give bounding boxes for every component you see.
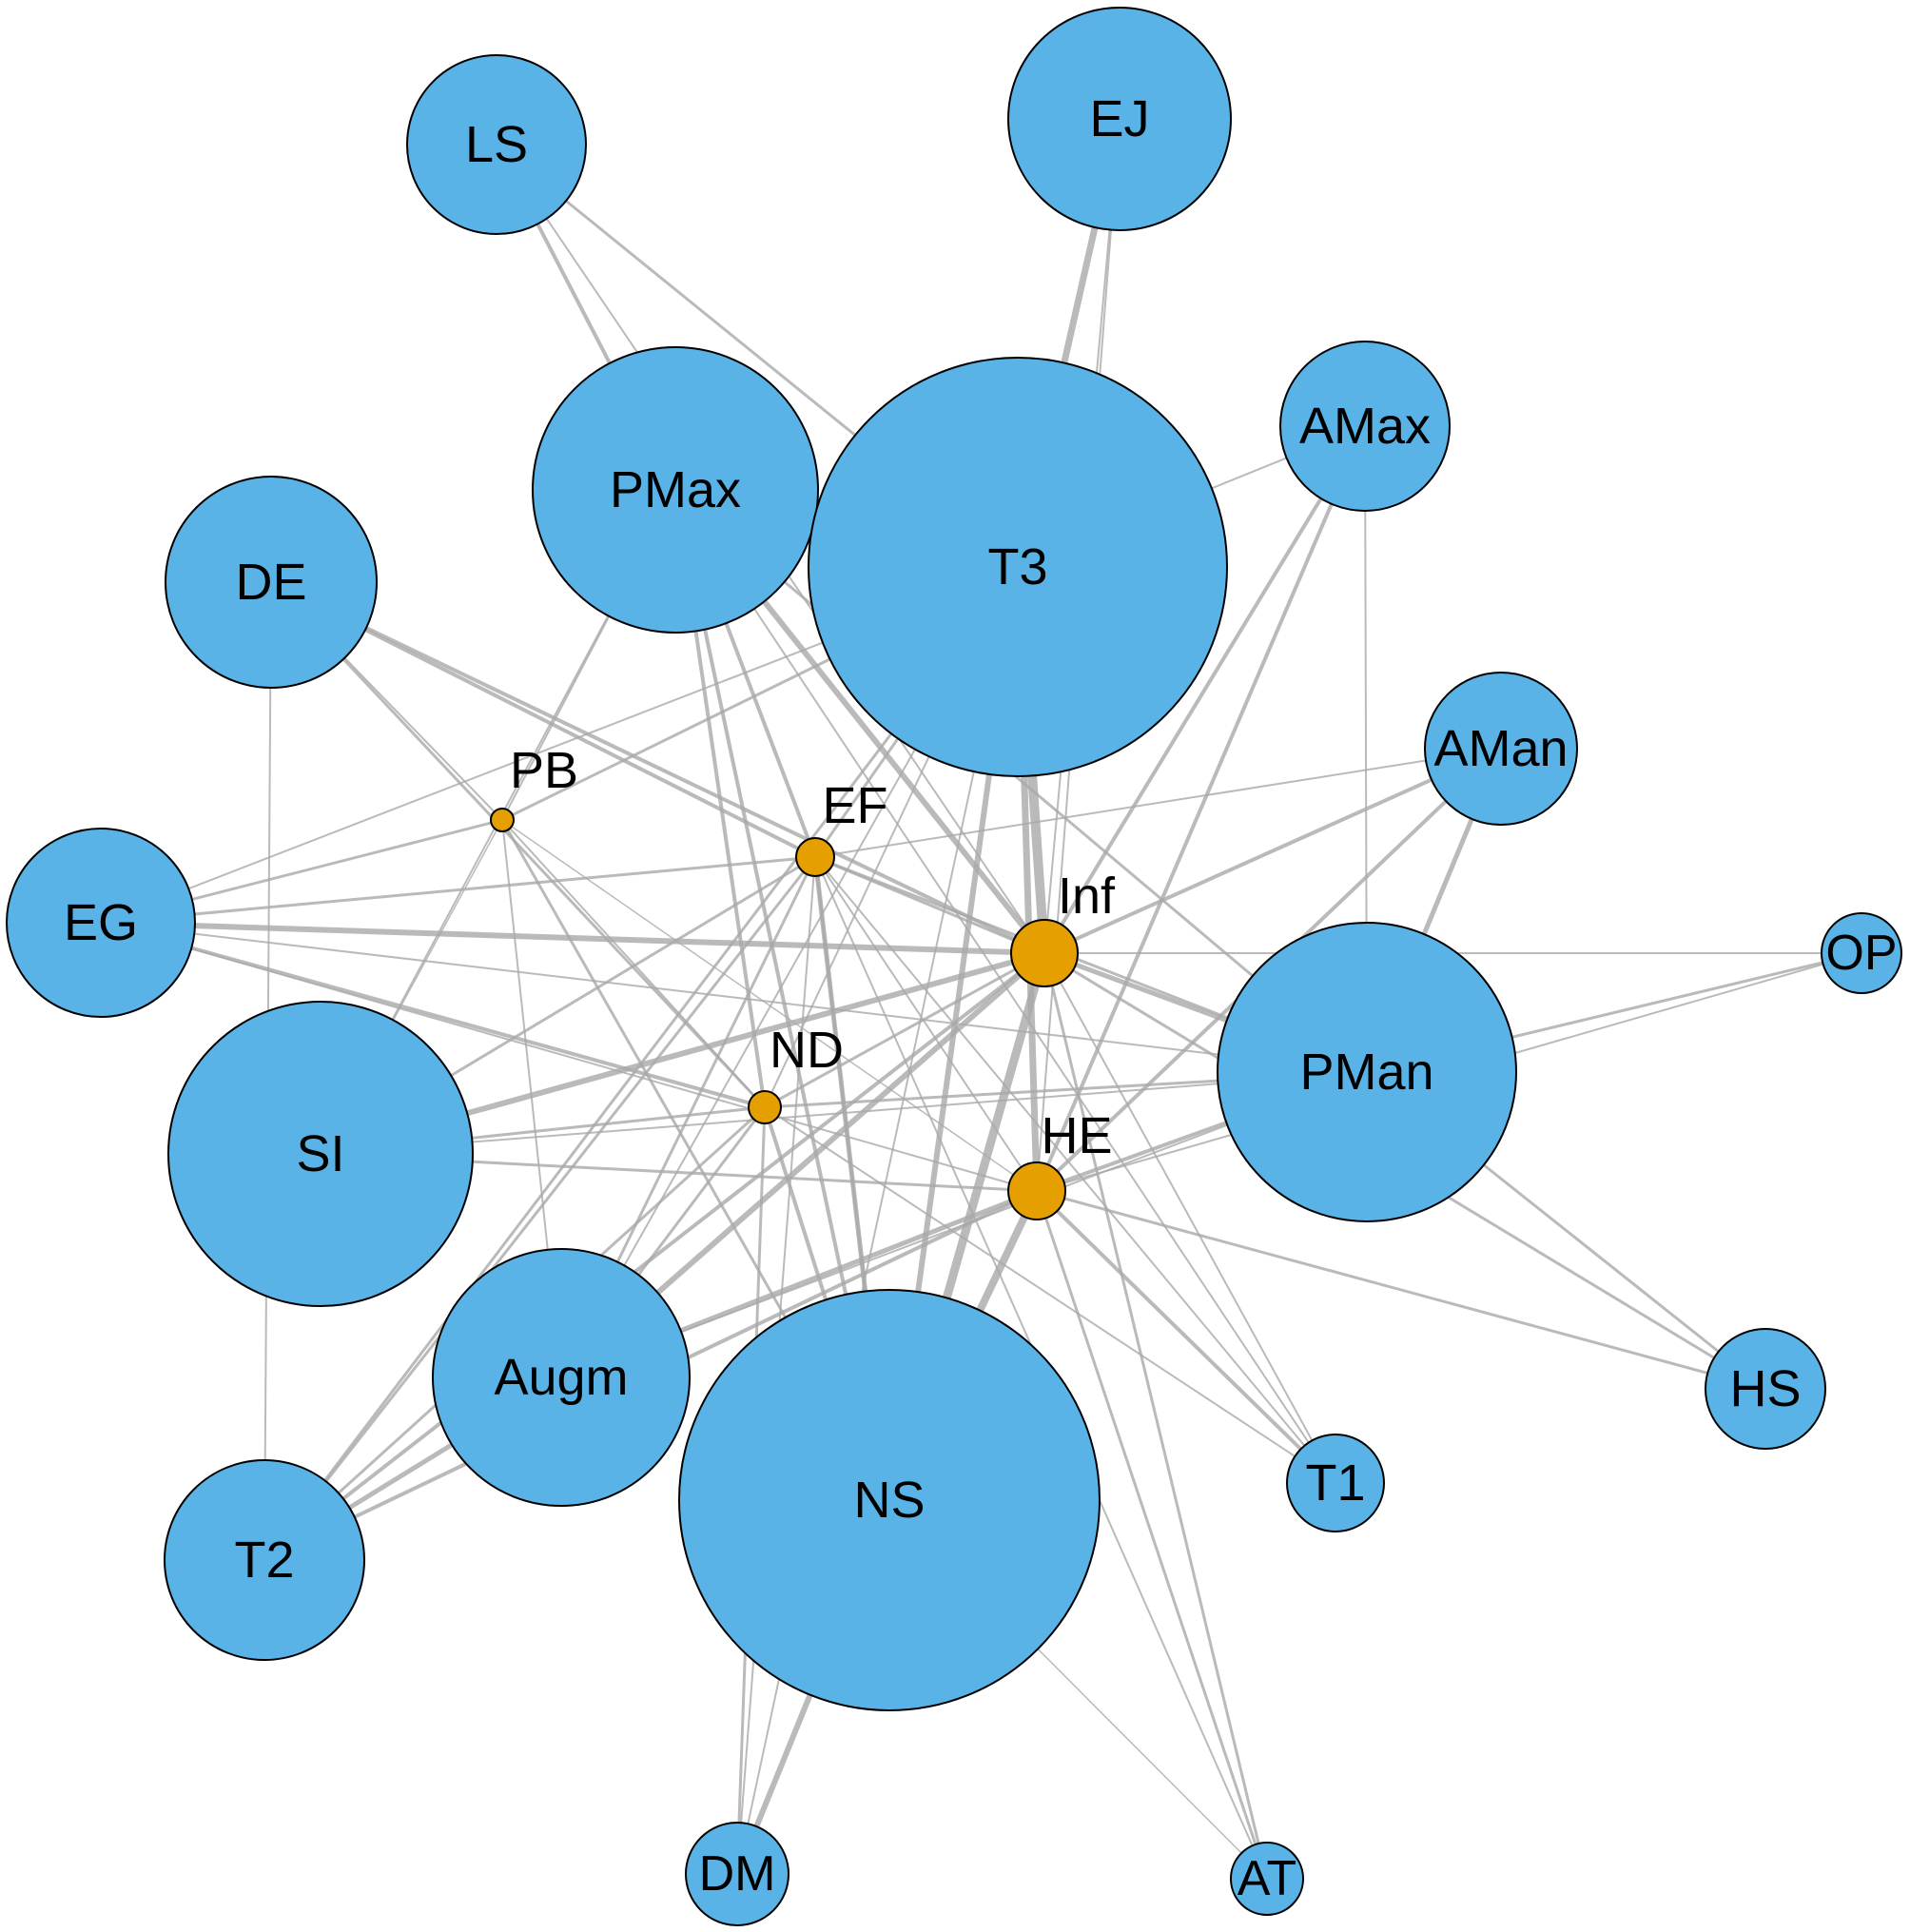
node-aman: AMan [1424,672,1578,826]
edge-he-ef [814,856,1038,1192]
node-circle-pman [1217,922,1517,1222]
node-ej: EJ [1007,7,1232,231]
node-label-eg: EG [64,894,138,951]
edge-inf-de [269,580,1046,955]
node-de: DE [165,476,378,689]
edge-inf-amax [1043,424,1367,955]
node-circle-pb [490,808,515,832]
node-label-hs: HS [1729,1360,1801,1417]
node-label-t2: T2 [234,1532,294,1589]
node-label-pb: PB [510,742,578,799]
node-circle-ef [795,837,835,877]
node-circle-ls [406,54,587,235]
node-label-he: HE [1041,1107,1112,1164]
edge-eg-pman [100,922,1368,1073]
edge-aman-ef [814,748,1502,858]
node-pman: PMan [1217,922,1517,1222]
node-label-augm: Augm [494,1349,628,1406]
node-t3: T3 [808,357,1228,777]
node-circle-ej [1007,7,1232,231]
node-label-op: OP [1825,926,1897,981]
node-ls: LS [406,54,587,235]
node-ef: EF [795,777,888,877]
edge-ef-eg [99,855,817,925]
node-ns: NS [678,1289,1101,1711]
edge-t1-inf [1043,952,1336,1484]
edge-si-pman [320,1071,1368,1155]
node-label-dm: DM [699,1846,776,1902]
node-hs: HS [1705,1328,1826,1450]
node-label-t3: T3 [987,538,1047,595]
node-t2: T2 [164,1459,365,1661]
node-label-pman: PMan [1299,1044,1433,1101]
edge-de-nd [269,580,767,1109]
edge-inf-t2 [263,951,1046,1562]
node-si: SI [167,1001,474,1307]
node-circle-he [1007,1161,1066,1220]
node-circle-inf [1010,919,1079,987]
edge-t1-pmax [674,489,1336,1484]
node-circle-op [1821,912,1902,994]
node-label-at: AT [1238,1851,1297,1906]
node-he: HE [1007,1107,1113,1220]
node-circle-aman [1424,672,1578,826]
edge-pmax-pman [673,488,1369,1074]
node-augm: Augm [432,1248,691,1507]
node-label-pmax: PMax [610,461,741,518]
edge-he-amax [1035,424,1367,1193]
node-label-de: DE [235,554,306,611]
node-label-amax: AMax [1299,398,1431,455]
node-circle-dm [685,1822,789,1926]
node-pb: PB [490,742,578,832]
node-label-nd: ND [770,1022,844,1079]
node-label-inf: Inf [1058,868,1116,925]
edge-he-t1 [1035,1189,1337,1485]
edge-t1-ef [814,856,1336,1484]
node-circle-amax [1279,341,1451,512]
edge-inf-eg [98,920,1047,956]
node-t1: T1 [1286,1434,1385,1532]
edge-inf-aman [1043,747,1503,955]
edge-pb-he [501,819,1038,1192]
node-circle-hs [1705,1328,1826,1450]
node-at: AT [1230,1842,1304,1916]
edge-hs-he [1035,1189,1767,1391]
node-label-si: SI [296,1125,344,1182]
node-circle-at [1230,1842,1304,1916]
node-label-ef: EF [822,777,887,834]
node-label-ej: EJ [1089,90,1149,147]
node-nd: ND [748,1022,844,1124]
node-dm: DM [685,1822,789,1926]
edge-inf-ef [813,855,1046,955]
node-circle-nd [748,1090,782,1124]
node-circle-si [167,1001,474,1307]
edge-at-inf [1043,951,1269,1881]
edge-inf-nd [763,951,1046,1109]
node-circle-eg [6,828,196,1018]
node-circle-pmax [532,346,819,634]
edge-t2-ef [263,855,817,1562]
node-label-aman: AMan [1433,720,1568,777]
node-circle-augm [432,1248,691,1507]
edge-t1-nd [764,1106,1336,1484]
edge-he-eg [100,922,1038,1192]
edge-at-he [1035,1189,1269,1881]
node-circle-t3 [808,357,1228,777]
node-circle-t1 [1286,1434,1385,1532]
node-pmax: PMax [532,346,819,634]
node-label-t1: T1 [1305,1454,1365,1512]
node-label-ns: NS [853,1472,925,1529]
node-eg: EG [6,828,196,1018]
node-op: OP [1821,912,1902,994]
node-label-ls: LS [465,116,528,173]
node-circle-t2 [164,1459,365,1661]
node-inf: Inf [1010,868,1116,987]
node-circle-ns [678,1289,1101,1711]
node-circle-de [165,476,378,689]
node-amax: AMax [1279,341,1451,512]
